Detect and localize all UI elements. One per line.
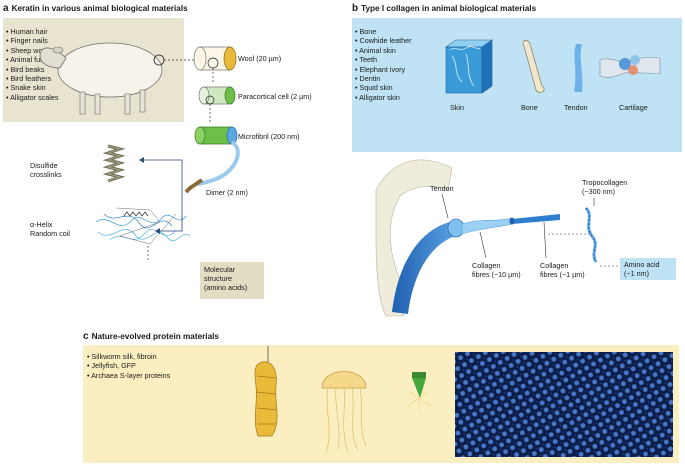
amino-acid-box <box>620 258 676 280</box>
tendon-icon <box>574 44 583 92</box>
panel-a-letter: a <box>3 3 9 14</box>
microfibril-icon <box>194 126 238 145</box>
molecular-line-2: structure <box>204 274 232 283</box>
tissue-skin-label: Skin <box>450 103 464 112</box>
amino-acid-label: Amino acid (~1 nm) <box>624 260 660 278</box>
list-item: Cowhide leather <box>355 36 412 45</box>
tendon-bundle <box>392 222 462 314</box>
list-item: Teeth <box>355 55 411 64</box>
list-item: Dentin <box>355 74 411 83</box>
list-item: Jellyfish, GFP <box>87 361 170 370</box>
collagen-fibres-10-label: Collagen fibres (~10 µm) <box>472 261 521 279</box>
panel-c-title: Nature-evolved protein materials <box>91 332 219 341</box>
molecular-line-1: Molecular <box>204 265 236 274</box>
tissue-bone-label: Bone <box>521 103 538 112</box>
tissue-tendon-label: Tendon <box>564 103 588 112</box>
amino-line-1: Amino acid <box>624 260 660 269</box>
panel-b-title: Type I collagen in animal biological mat… <box>361 4 537 13</box>
list-item: Bird feathers <box>6 74 58 83</box>
disulfide-line-2: crosslinks <box>30 170 62 179</box>
tendon-label: Tendon <box>430 184 454 193</box>
helix-label: α-Helix <box>30 220 53 229</box>
tropocollagen-label: Tropocollagen (~300 nm) <box>582 178 627 196</box>
collagen-fibres-1-label: Collagen fibres (~1 µm) <box>540 261 585 279</box>
disulfide-label: Disulfide crosslinks <box>30 161 62 179</box>
keratin-sources-list: Human hair Finger nails Sheep wool Anima… <box>6 27 58 102</box>
list-item: Alligator scales <box>6 93 58 102</box>
paracortical-label: Paracortical cell (2 µm) <box>238 92 312 101</box>
panel-b-letter: b <box>352 3 359 14</box>
fibres1-line-2: fibres (~1 µm) <box>540 270 585 279</box>
list-item: Archaea S-layer proteins <box>87 371 170 380</box>
bone-icon <box>522 40 545 93</box>
list-item: Bone <box>355 27 411 36</box>
list-item: Human hair <box>6 27 58 36</box>
tropocollagen-line-2: (~300 nm) <box>582 187 615 196</box>
wool-fibre-icon <box>193 46 237 71</box>
random-coil-icon <box>95 207 191 245</box>
sheep-icon <box>39 42 165 115</box>
jellyfish-icon <box>321 371 367 453</box>
random-coil-label: Random coil <box>30 229 70 238</box>
cartilage-icon <box>599 55 661 78</box>
collagen-sources-list: Bone Cowhide leather Animal skin Teeth E… <box>355 27 411 102</box>
amino-line-2: (~1 nm) <box>624 269 649 278</box>
dimer-label: Dimer (2 nm) <box>206 188 248 197</box>
disulfide-line-1: Disulfide <box>30 161 58 170</box>
list-item: Sheep wool <box>6 46 58 55</box>
microfibril-label: Microfibril (200 nm) <box>238 132 300 141</box>
list-item: Bird beaks <box>6 65 58 74</box>
molecular-line-3: (amino acids) <box>204 283 248 292</box>
list-item: Silkworm silk, fibroin <box>87 352 170 361</box>
list-item: Animal skin <box>355 46 411 55</box>
list-item: Snake skin <box>6 83 58 92</box>
tropocollagen-line-1: Tropocollagen <box>582 178 628 187</box>
tendon-bone-shape <box>375 159 453 317</box>
nature-proteins-list: Silkworm silk, fibroin Jellyfish, GFP Ar… <box>87 352 170 380</box>
fibres1-line-1: Collagen <box>540 261 569 270</box>
slayer-afm-image <box>455 352 673 457</box>
list-item: Elephant ivory <box>355 65 411 74</box>
disulfide-helix-icon <box>102 144 126 183</box>
list-item: Squid skin <box>355 83 411 92</box>
list-item: Finger nails <box>6 36 58 45</box>
list-item: Alligator skin <box>355 93 411 102</box>
fibres10-line-2: fibres (~10 µm) <box>472 270 521 279</box>
molecular-structure-box <box>200 262 264 299</box>
list-item: Animal fur <box>6 55 58 64</box>
paracortical-cell-icon <box>198 86 236 105</box>
skin-cube-icon <box>445 39 493 94</box>
molecular-label: Molecular structure (amino acids) <box>204 265 247 292</box>
fibres10-line-1: Collagen <box>472 261 501 270</box>
gfp-flask-icon <box>407 372 431 412</box>
wool-label: Wool (20 µm) <box>238 54 282 63</box>
tissue-cartilage-label: Cartilage <box>619 103 648 112</box>
panel-a-title: Keratin in various animal biological mat… <box>11 4 188 13</box>
panel-c-letter: c <box>83 331 89 342</box>
silkworm-icon <box>254 346 278 437</box>
